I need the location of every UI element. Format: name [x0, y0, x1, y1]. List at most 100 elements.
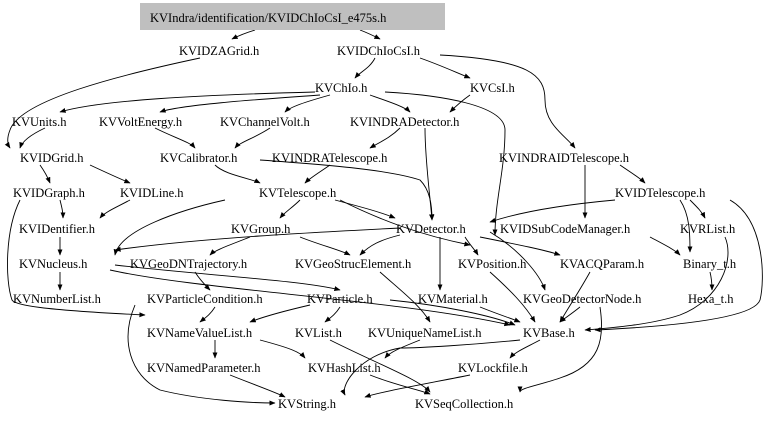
- node-kvlockfile[interactable]: KVLockfile.h: [458, 361, 529, 375]
- edge-kvtelescope-kvgroup: [279, 199, 301, 219]
- edge-kvdetector-kvgeodetectornode: [489, 231, 546, 291]
- node-kvstring[interactable]: KVString.h: [278, 397, 337, 411]
- edge-kvnamevaluelist-kvhashlist: [259, 339, 306, 359]
- edge-kvidtelescope-binary: [679, 199, 693, 253]
- edge-kvchio-kvvoltenergy: [159, 94, 321, 113]
- node-kvgeodetectornode[interactable]: KVGeoDetectorNode.h: [523, 292, 642, 306]
- edge-kvidchiocsi-kvchio: [354, 57, 376, 79]
- edge-kvparticle-kvbase: [389, 299, 516, 326]
- node-kvunits[interactable]: KVUnits.h: [12, 115, 67, 129]
- edge-kvparticle-kvnamevaluelist: [249, 304, 311, 323]
- node-kvidgrid[interactable]: KVIDGrid.h: [20, 151, 84, 165]
- node-kvseqcollection[interactable]: KVSeqCollection.h: [415, 397, 514, 411]
- edge-kvlist-kvseqcollection: [329, 339, 431, 393]
- root-node[interactable]: KVIndra/identification/KVIDChIoCsI_e475s…: [150, 11, 387, 25]
- edge-kvgeodetectornode-kvbase: [559, 306, 581, 323]
- header-nodes: KVIndra/identification/KVIDChIoCsI_e475s…: [12, 3, 737, 411]
- edge-kvbase-kvstring: [340, 339, 521, 396]
- node-kvbase[interactable]: KVBase.h: [523, 326, 575, 340]
- edge-kvmaterial-kvbase: [479, 306, 521, 323]
- edge-kvnucleus-kvbase: [109, 269, 511, 327]
- edge-kvidchiocsi-kvcsi: [419, 57, 471, 79]
- node-kvidline[interactable]: KVIDLine.h: [120, 186, 184, 200]
- edge-kvgeodntrajectory-kvparticlecondition: [194, 271, 211, 291]
- node-hexa[interactable]: Hexa_t.h: [688, 292, 734, 306]
- edge-kvcalibrator-kvdetector: [259, 159, 435, 221]
- node-kvindradetector[interactable]: KVINDRADetector.h: [350, 115, 460, 129]
- edge-kvidtelescope-kvdetector: [489, 199, 616, 223]
- edge-kvtelescope-kvposition: [339, 199, 471, 247]
- node-kvidentifier[interactable]: KVIDentifier.h: [19, 222, 96, 236]
- edge-kvidgrid-kvidgraph: [39, 164, 51, 184]
- node-kvgeodntrajectory[interactable]: KVGeoDNTrajectory.h: [130, 257, 248, 271]
- node-kvchannelvolt[interactable]: KVChannelVolt.h: [220, 115, 310, 129]
- node-kvuniquenamelist[interactable]: KVUniqueNameList.h: [368, 326, 482, 340]
- edge-kvgeostrucelement-kvuniquenamelist: [379, 271, 431, 323]
- edge-kvindradetector-kvindratelescope: [369, 127, 401, 149]
- edge-kvgroup-kvgeodntrajectory: [209, 236, 251, 256]
- node-kvposition[interactable]: KVPosition.h: [458, 257, 527, 271]
- edge-kvidsubcodemanager-binary: [649, 236, 681, 256]
- edge-kvlockfile-kvstring: [364, 374, 471, 398]
- edge-root-kvidchiocsi: [359, 29, 381, 40]
- edge-kvuniquenamelist-kvhashlist: [384, 339, 421, 359]
- node-kvnumberlist[interactable]: KVNumberList.h: [13, 292, 102, 306]
- edge-kvchio-kvunits: [59, 91, 316, 113]
- edge-root-kvidzagrid: [231, 29, 256, 40]
- node-kvindratelescope[interactable]: KVINDRATelescope.h: [272, 151, 388, 165]
- edge-kvindratelescope-kvtelescope: [304, 164, 331, 184]
- edge-kvvoltenergy-kvcalibrator: [154, 127, 196, 149]
- node-kvcalibrator[interactable]: KVCalibrator.h: [160, 151, 238, 165]
- edge-kvparticlecondition-kvstring: [127, 304, 276, 406]
- edge-kvunits-kvidgrid: [19, 127, 46, 149]
- node-kvidtelescope[interactable]: KVIDTelescope.h: [615, 186, 706, 200]
- edge-kvrlist-kvbase: [584, 236, 729, 333]
- node-kvnamedparameter[interactable]: KVNamedParameter.h: [147, 361, 261, 375]
- edge-kvchio-kvindradetector: [369, 94, 411, 113]
- node-kvvoltenergy[interactable]: KVVoltEnergy.h: [99, 115, 183, 129]
- edge-kvnamedparameter-kvstring: [229, 374, 286, 398]
- edge-kvidline-kvidentifier: [99, 199, 131, 219]
- node-kvacqparam[interactable]: KVACQParam.h: [560, 257, 645, 271]
- node-kvindraidtelescope[interactable]: KVINDRAIDTelescope.h: [499, 151, 630, 165]
- edge-kvnucleus-kvparticle: [114, 264, 341, 292]
- edge-kvchio-kvchannelvolt: [284, 94, 331, 113]
- node-kvparticlecondition[interactable]: KVParticleCondition.h: [147, 292, 263, 306]
- edge-kvcalibrator-kvtelescope: [214, 164, 261, 184]
- edge-kvchio-kvidgraph-long: [384, 91, 506, 236]
- node-kvparticle[interactable]: KVParticle.h: [307, 292, 373, 306]
- node-kvgeostrucelement[interactable]: KVGeoStrucElement.h: [295, 257, 412, 271]
- edge-kvdetector-kvnucleus: [114, 227, 401, 252]
- node-binary[interactable]: Binary_t.h: [683, 257, 737, 271]
- edge-kvidtelescope-kvrlist: [689, 199, 706, 219]
- node-kvidchiocsi[interactable]: KVIDChIoCsI.h: [337, 44, 421, 58]
- edge-kvidgraph-kvnumberlist: [7, 199, 146, 318]
- node-kvidgraph[interactable]: KVIDGraph.h: [13, 186, 86, 200]
- node-kvidzagrid[interactable]: KVIDZAGrid.h: [179, 44, 260, 58]
- node-kvcsi[interactable]: KVCsI.h: [470, 81, 516, 95]
- edge-kvidchiocsi-kvindraidtelescope: [439, 54, 576, 149]
- edge-kvparticle-kvlist: [324, 306, 341, 323]
- node-kvidsubcodemanager[interactable]: KVIDSubCodeManager.h: [500, 222, 631, 236]
- edge-binary-hexa: [709, 271, 715, 291]
- node-kvnamevaluelist[interactable]: KVNameValueList.h: [147, 326, 253, 340]
- edge-kvposition-kvbase: [489, 271, 536, 323]
- node-kvrlist[interactable]: KVRList.h: [680, 222, 736, 236]
- edge-kvcsi-kvindradetector: [449, 94, 471, 113]
- edge-kvidgraph-kvidentifier: [59, 199, 66, 219]
- edge-kvdetector-kvposition: [464, 236, 479, 256]
- node-kvnucleus[interactable]: KVNucleus.h: [19, 257, 88, 271]
- node-kvchio[interactable]: KVChIo.h: [315, 81, 368, 95]
- edge-kvdetector-kvacqparam: [479, 236, 561, 256]
- root-node-box: [140, 3, 445, 30]
- node-kvdetector[interactable]: KVDetector.h: [396, 222, 467, 236]
- edge-kvbase-kvlockfile: [509, 339, 541, 359]
- node-kvmaterial[interactable]: KVMaterial.h: [418, 292, 489, 306]
- edge-kvgroup-kvgeostrucelement: [299, 236, 351, 256]
- edge-kvhashlist-kvseqcollection: [369, 374, 431, 395]
- node-kvlist[interactable]: KVList.h: [295, 326, 343, 340]
- node-kvhashlist[interactable]: KVHashList.h: [308, 361, 381, 375]
- node-kvgroup[interactable]: KVGroup.h: [231, 222, 291, 236]
- node-kvtelescope[interactable]: KVTelescope.h: [259, 186, 337, 200]
